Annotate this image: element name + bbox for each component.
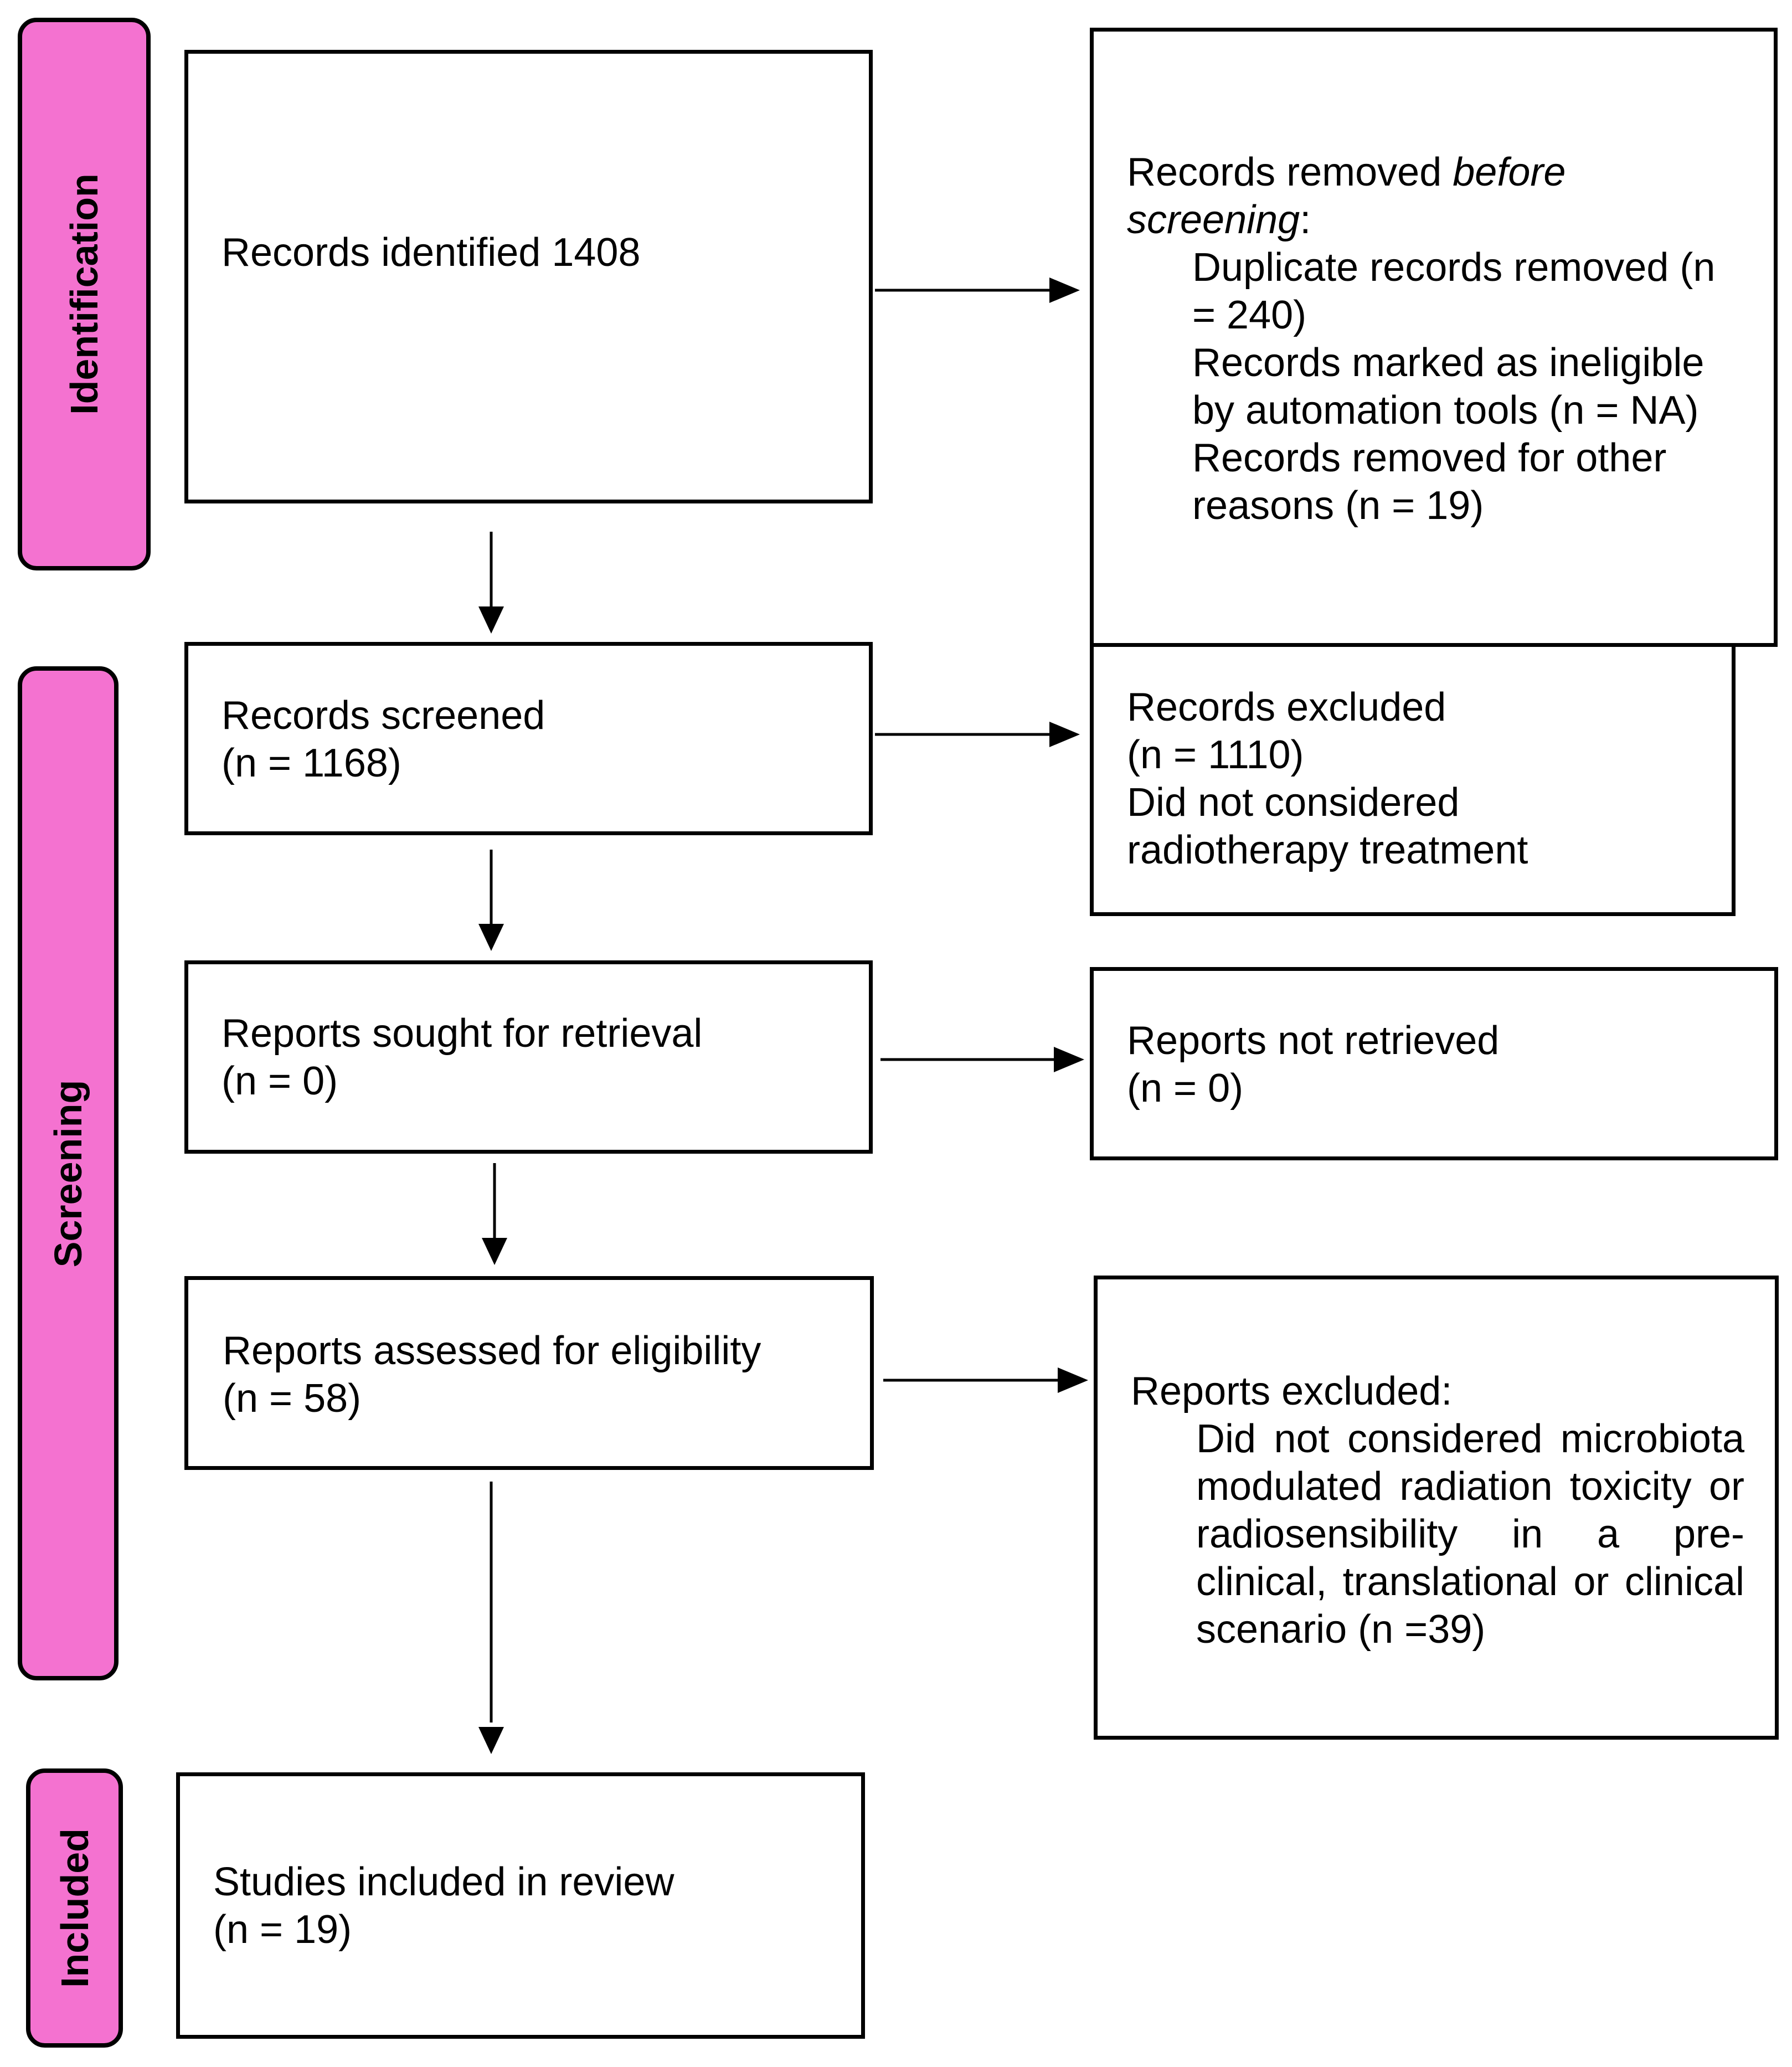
studies-included-count: (n = 19) (213, 1907, 352, 1952)
arrow-identified-to-screened-head (478, 606, 504, 634)
arrow-sought-to-not-retrieved-head (1054, 1047, 1084, 1072)
records-removed-heading-colon: : (1300, 198, 1311, 242)
reports-sought-box (184, 960, 873, 1154)
arrow-sought-to-assessed-head (482, 1238, 507, 1265)
records-identified-box (184, 50, 873, 503)
reports-not-retrieved-count: (n = 0) (1127, 1066, 1244, 1110)
arrow-assessed-to-reports-excluded-head (1058, 1367, 1088, 1393)
records-removed-heading-line2: screening: (1127, 196, 1311, 244)
arrow-identified-to-removed-head (1049, 277, 1080, 303)
records-excluded-label: Records excluded (1127, 685, 1446, 729)
records-excluded-reason-line1: Did not considered (1127, 780, 1460, 825)
records-removed-heading-screening: screening (1127, 198, 1300, 242)
studies-included-box (176, 1772, 865, 2039)
studies-included-label: Studies included in review (213, 1860, 674, 1904)
records-removed-other-reasons: Records removed for other reasons (n = 1… (1192, 436, 1667, 528)
reports-excluded-reason: Did not considered microbiota modulated … (1196, 1417, 1744, 1652)
records-removed-heading-prefix: Records removed (1127, 150, 1453, 194)
reports-not-retrieved-label: Reports not retrieved (1127, 1019, 1500, 1063)
records-screened-count: (n = 1168) (222, 741, 401, 785)
reports-assessed-label: Reports assessed for eligibility (223, 1329, 761, 1373)
phase-bar-identification: Identification (18, 18, 151, 570)
automation-ineligible-records: Records marked as ineligible by automati… (1192, 341, 1705, 433)
reports-excluded-box (1094, 1276, 1779, 1740)
records-removed-heading-before: before (1453, 150, 1566, 194)
arrow-assessed-to-included-head (478, 1727, 504, 1754)
reports-sought-count: (n = 0) (222, 1059, 338, 1103)
records-removed-heading: Records removed before (1127, 148, 1566, 196)
records-excluded-count: (n = 1110) (1127, 733, 1304, 777)
records-screened-label: Records screened (222, 693, 545, 738)
records-identified-text: Records identified 1408 (222, 230, 641, 275)
phase-bar-included: Included (26, 1768, 123, 2048)
records-removed-box (1090, 28, 1778, 647)
reports-sought-label: Reports sought for retrieval (222, 1011, 703, 1056)
arrow-screened-to-sought-head (478, 924, 504, 951)
reports-assessed-count: (n = 58) (223, 1376, 362, 1421)
records-excluded-reason-line2: radiotherapy treatment (1127, 828, 1528, 872)
phase-bar-screening: Screening (18, 666, 119, 1680)
reports-not-retrieved-box (1090, 967, 1778, 1160)
reports-assessed-box (184, 1276, 874, 1470)
reports-excluded-heading: Reports excluded: (1131, 1369, 1453, 1413)
arrow-screened-to-excluded-head (1049, 722, 1080, 747)
records-screened-box (184, 642, 873, 835)
duplicate-records-removed: Duplicate records removed (n = 240) (1192, 245, 1716, 337)
